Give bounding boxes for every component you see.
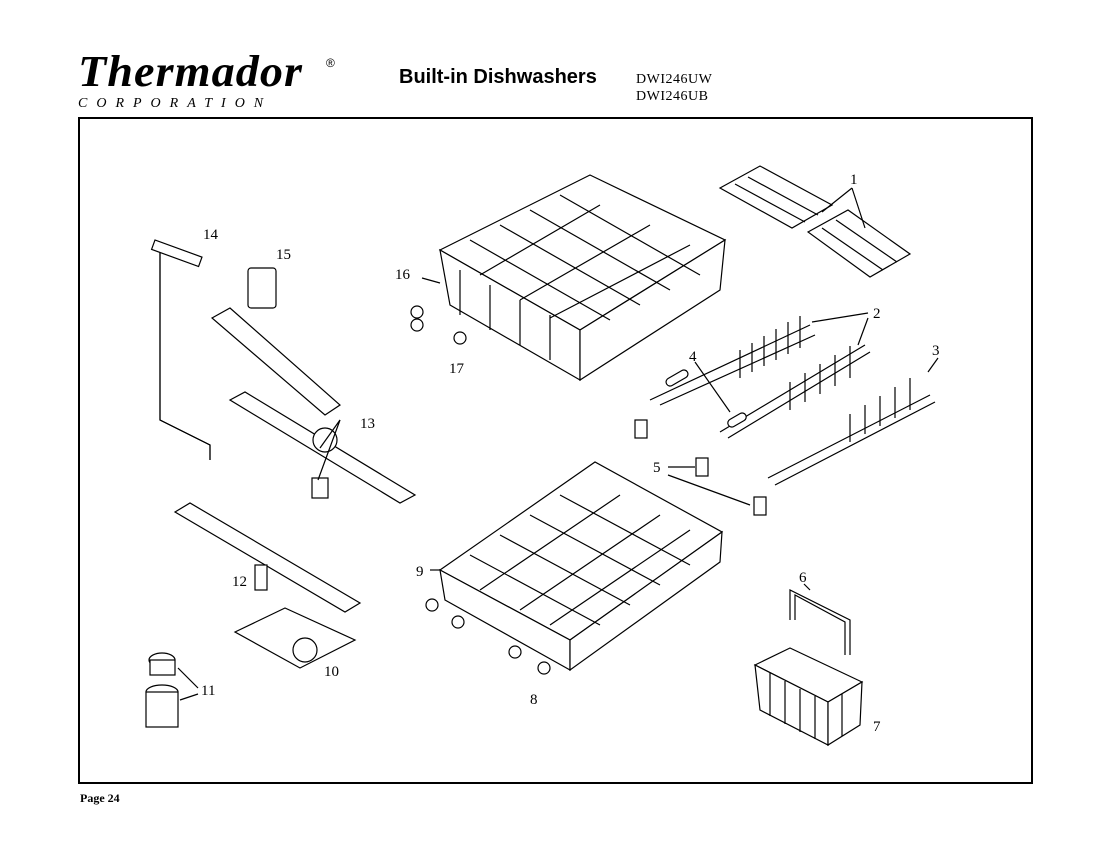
part-lower-rack (438, 461, 724, 672)
callout-3: 3 (932, 343, 940, 359)
callout-12: 12 (232, 574, 247, 590)
part-upper-spray-arm (210, 307, 417, 504)
callout-1: 1 (850, 172, 858, 188)
callout-7: 7 (873, 719, 881, 735)
leader-lines (177, 187, 939, 701)
part-clip (634, 419, 767, 516)
part-supply-tube-top (150, 239, 203, 268)
part-upper-rack (438, 174, 727, 382)
part-basket-handle (789, 589, 851, 655)
part-supply-tube (159, 245, 211, 460)
brand-logo: Thermador ® CORPORATION (78, 50, 335, 112)
part-pin (665, 369, 747, 428)
callout-6: 6 (799, 570, 807, 586)
part-cover-plate (233, 607, 357, 669)
part-cup-shelf (718, 165, 912, 278)
part-connector (247, 267, 277, 309)
callout-5: 5 (653, 460, 661, 476)
part-filter (145, 652, 179, 728)
callout-8: 8 (530, 692, 538, 708)
brand-subtitle: CORPORATION (78, 96, 273, 111)
callout-16: 16 (395, 267, 411, 283)
document-title: Built-in Dishwashers (399, 66, 597, 88)
part-lower-spray-arm (173, 502, 362, 613)
callout-4: 4 (689, 349, 697, 365)
page-number: Page 24 (80, 791, 120, 805)
part-tine-rack (649, 316, 936, 486)
callout-2: 2 (873, 306, 881, 322)
part-lower-rack-wheel (425, 598, 551, 675)
callout-11: 11 (201, 683, 215, 699)
callout-10: 10 (324, 664, 339, 680)
diagram-frame (78, 117, 1033, 784)
model-number-2: DWI246UB (636, 89, 709, 104)
part-upper-rack-wheel (410, 305, 467, 345)
callout-9: 9 (416, 564, 424, 580)
callout-17: 17 (449, 361, 465, 377)
callout-15: 15 (276, 247, 291, 263)
model-number-1: DWI246UW (636, 72, 713, 87)
brand-name: Thermador (78, 47, 304, 96)
registered-mark: ® (326, 56, 335, 70)
part-cutlery-basket (753, 647, 864, 747)
callout-13: 13 (360, 416, 375, 432)
callout-14: 14 (203, 227, 219, 243)
callouts: 1 2 3 4 5 6 7 8 9 10 11 12 13 14 15 16 1… (201, 172, 940, 735)
